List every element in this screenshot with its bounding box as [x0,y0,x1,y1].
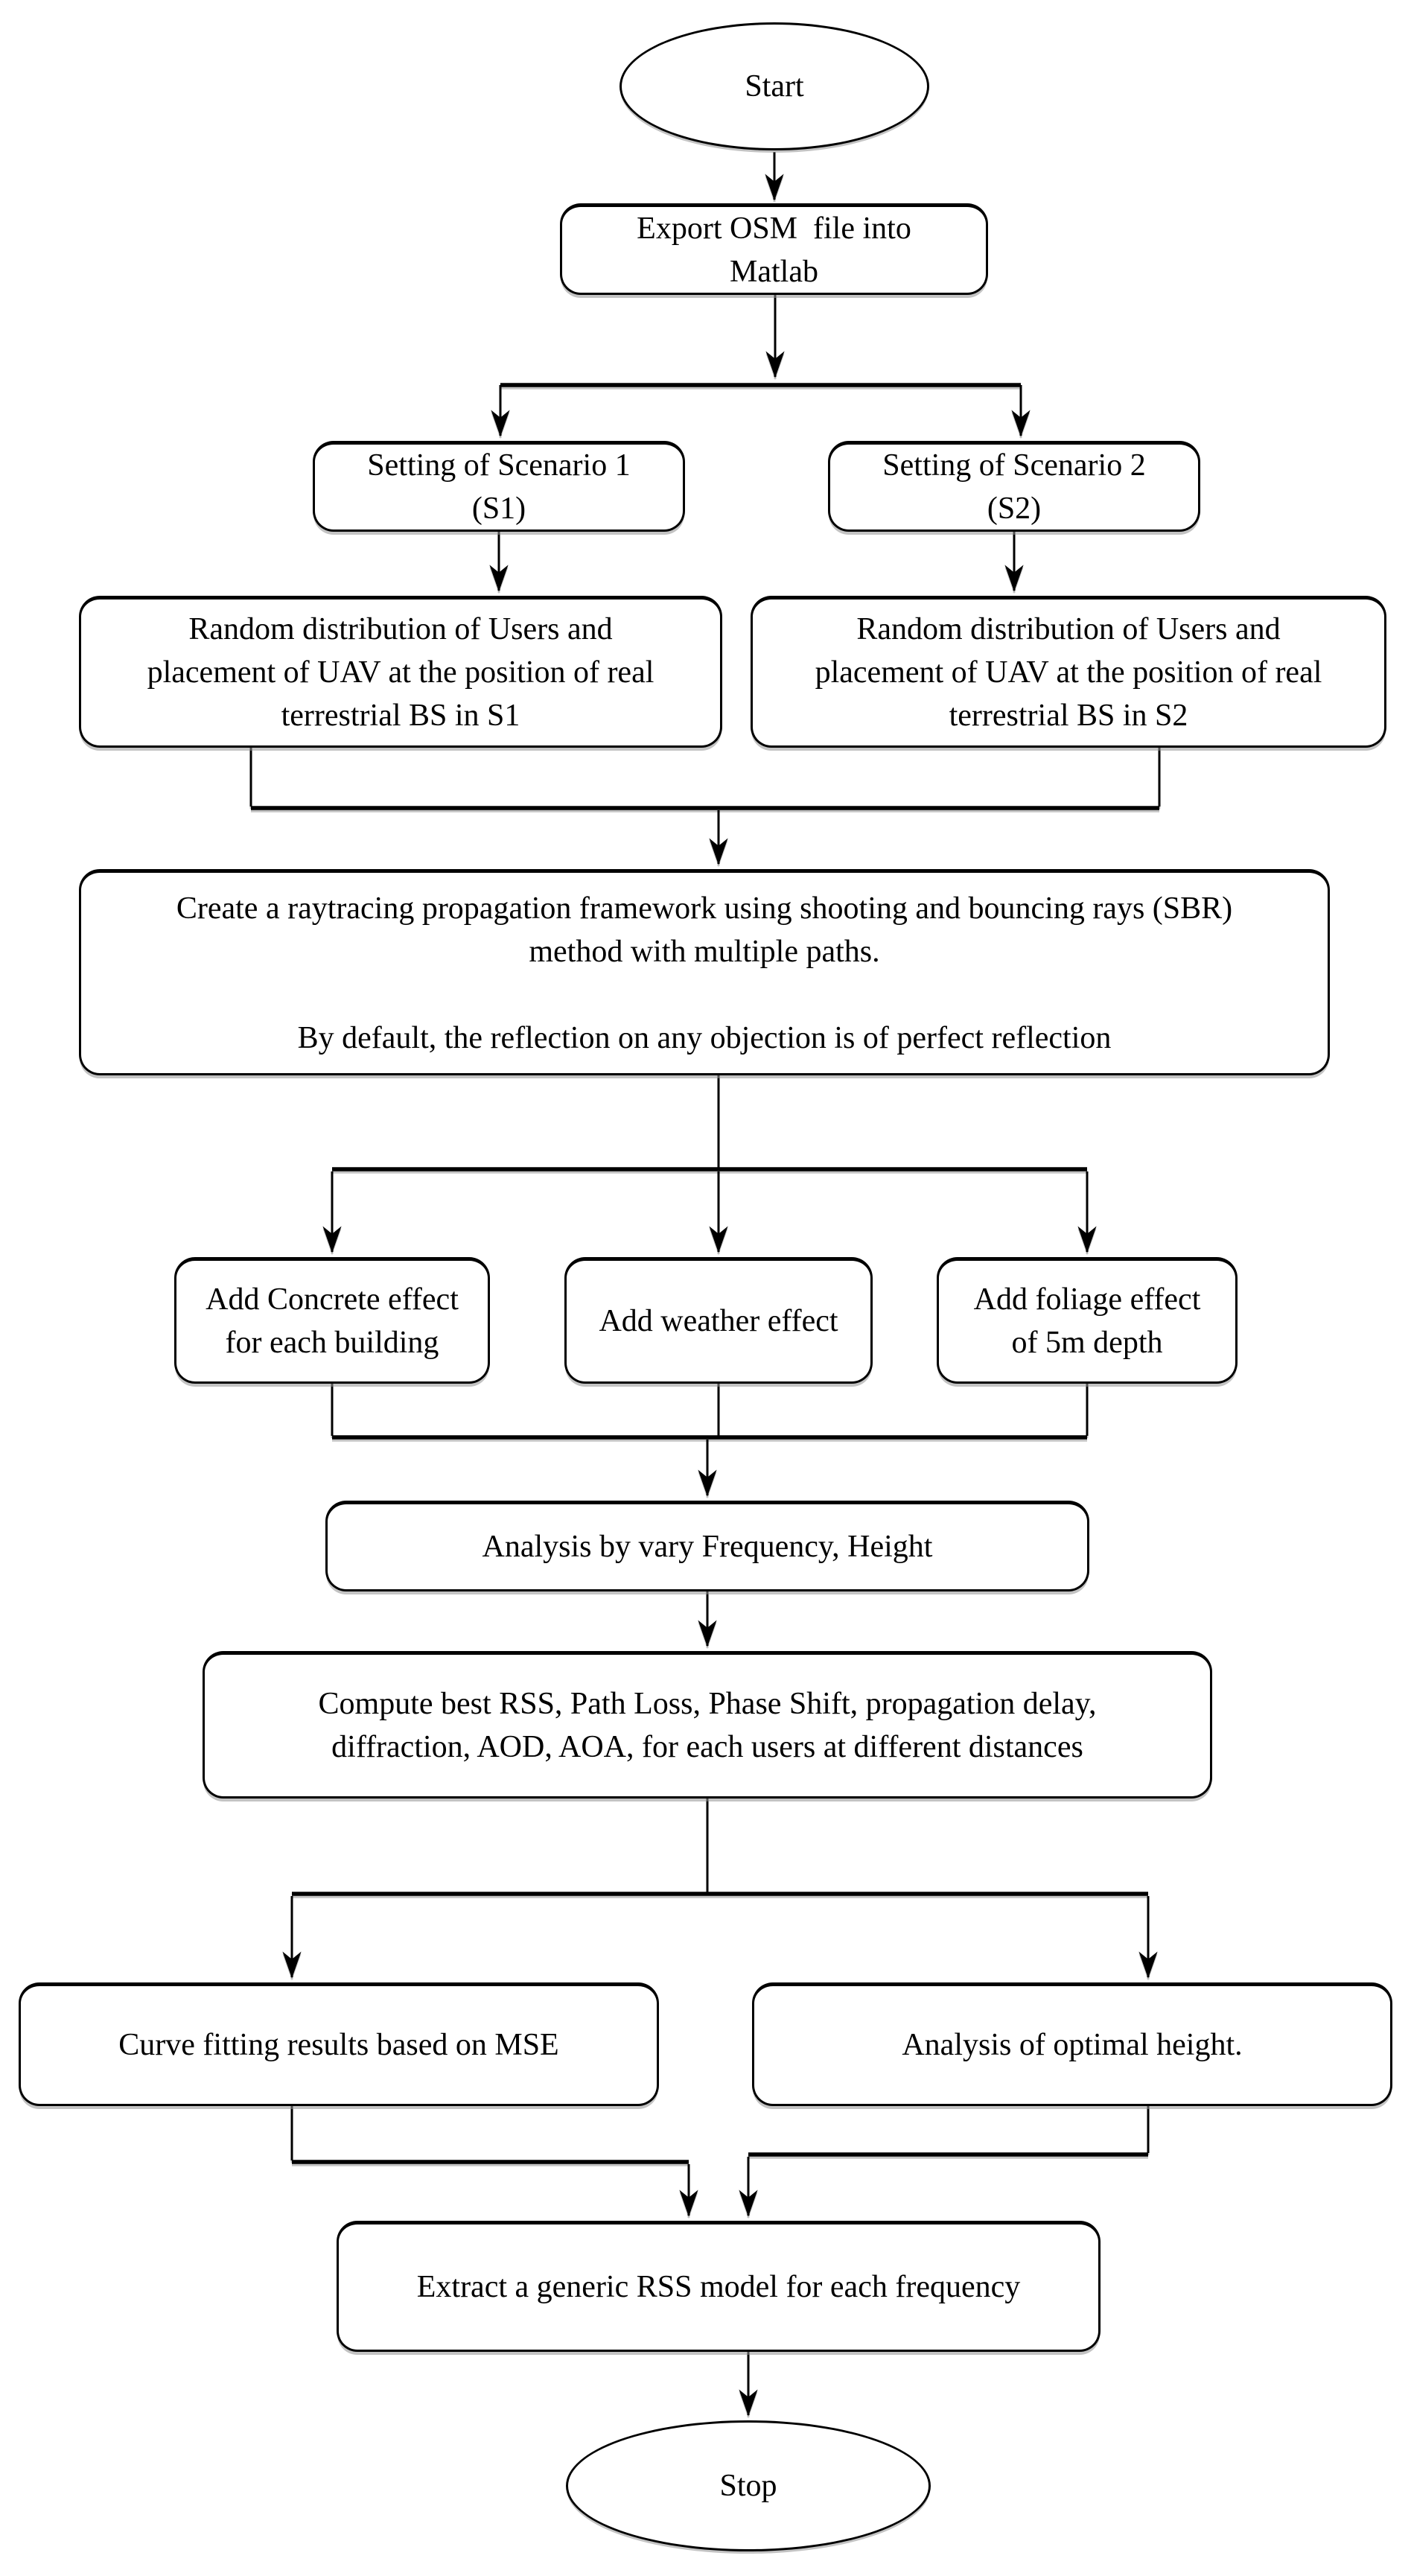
node-analysis-label: Analysis by vary Frequency, Height [482,1530,933,1564]
node-foliage-effect-label: Add foliage effect of 5m depth [973,1282,1201,1360]
node-weather-effect: Add weather effect [564,1257,873,1384]
node-extract-model-label: Extract a generic RSS model for each fre… [416,2270,1021,2304]
node-compute: Compute best RSS, Path Loss, Phase Shift… [203,1651,1212,1799]
node-start-terminator: Start [619,22,929,150]
node-export-osm: Export OSM file into Matlab [560,203,988,295]
node-scenario2-label: Setting of Scenario 2 (S2) [882,448,1146,526]
node-raytracing: Create a raytracing propagation framewor… [79,869,1330,1075]
node-random-s2: Random distribution of Users and placeme… [751,596,1386,748]
node-optimal-height: Analysis of optimal height. [752,1982,1392,2106]
node-foliage-effect: Add foliage effect of 5m depth [937,1257,1238,1384]
node-random-s2-label: Random distribution of Users and placeme… [815,612,1322,733]
node-start-label: Start [745,69,804,104]
node-analysis: Analysis by vary Frequency, Height [325,1501,1089,1591]
node-scenario2: Setting of Scenario 2 (S2) [828,441,1200,532]
node-weather-effect-label: Add weather effect [599,1304,838,1338]
node-curve-fitting-label: Curve fitting results based on MSE [118,2028,559,2062]
node-compute-label: Compute best RSS, Path Loss, Phase Shift… [318,1687,1097,1764]
node-curve-fitting: Curve fitting results based on MSE [19,1982,659,2106]
node-random-s1: Random distribution of Users and placeme… [79,596,722,748]
node-stop-label: Stop [719,2469,777,2503]
node-stop-terminator: Stop [566,2420,931,2551]
node-concrete-effect-label: Add Concrete effect for each building [206,1282,459,1360]
node-concrete-effect: Add Concrete effect for each building [174,1257,490,1384]
node-scenario1: Setting of Scenario 1 (S1) [313,441,685,532]
node-raytracing-label: Create a raytracing propagation framewor… [176,891,1233,1055]
node-scenario1-label: Setting of Scenario 1 (S1) [367,448,631,526]
node-random-s1-label: Random distribution of Users and placeme… [147,612,654,733]
node-optimal-height-label: Analysis of optimal height. [902,2028,1243,2062]
node-extract-model: Extract a generic RSS model for each fre… [337,2221,1101,2352]
node-export-osm-label: Export OSM file into Matlab [637,211,911,289]
